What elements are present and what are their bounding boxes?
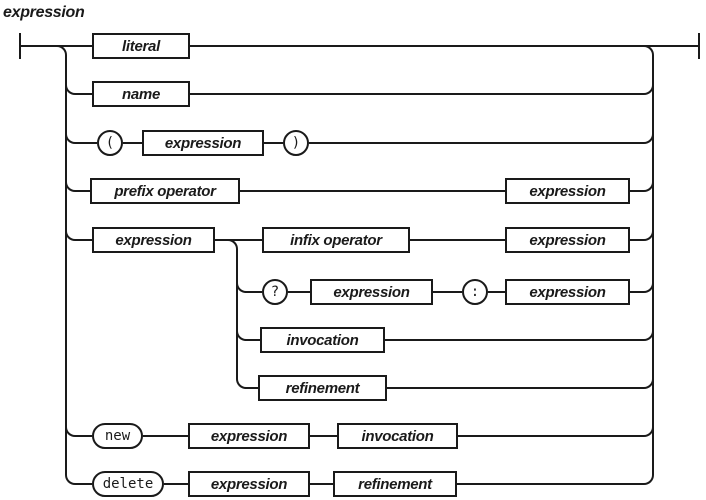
connector-curve bbox=[644, 475, 654, 485]
connector-curve bbox=[236, 331, 246, 341]
nonterminal-expression-prefix: expression bbox=[505, 178, 630, 204]
connector-line bbox=[630, 239, 644, 241]
connector-line bbox=[65, 55, 67, 475]
nonterminal-refinement: refinement bbox=[258, 375, 387, 401]
connector-line bbox=[433, 291, 462, 293]
nonterminal-literal: literal bbox=[92, 33, 190, 59]
connector-curve bbox=[65, 475, 75, 485]
connector-line bbox=[264, 142, 283, 144]
connector-line bbox=[75, 93, 92, 95]
connector-line bbox=[190, 45, 699, 47]
connector-line bbox=[488, 291, 505, 293]
nonterminal-expression-parens: expression bbox=[142, 130, 264, 156]
connector-line bbox=[21, 45, 92, 47]
connector-line bbox=[75, 483, 92, 485]
connector-line bbox=[310, 435, 337, 437]
connector-line bbox=[75, 239, 92, 241]
terminal-delete: delete bbox=[92, 471, 164, 497]
connector-line bbox=[240, 190, 505, 192]
connector-line bbox=[387, 387, 644, 389]
connector-curve bbox=[236, 283, 246, 293]
nonterminal-expression-delete: expression bbox=[188, 471, 310, 497]
connector-line bbox=[385, 339, 644, 341]
connector-curve bbox=[644, 45, 654, 55]
connector-line bbox=[143, 435, 188, 437]
connector-line bbox=[309, 142, 644, 144]
nonterminal-expression-infix: expression bbox=[505, 227, 630, 253]
connector-line bbox=[245, 387, 258, 389]
connector-curve bbox=[65, 427, 75, 437]
connector-curve bbox=[65, 85, 75, 95]
connector-line bbox=[190, 93, 644, 95]
connector-curve bbox=[236, 379, 246, 389]
connector-line bbox=[245, 339, 260, 341]
nonterminal-expression-then: expression bbox=[310, 279, 433, 305]
connector-line bbox=[236, 249, 238, 379]
connector-line bbox=[75, 142, 97, 144]
connector-line bbox=[123, 142, 142, 144]
end-terminal-tick bbox=[698, 33, 700, 59]
nonterminal-invocation: invocation bbox=[260, 327, 385, 353]
connector-line bbox=[215, 239, 262, 241]
nonterminal-expression-new: expression bbox=[188, 423, 310, 449]
nonterminal-expression-left: expression bbox=[92, 227, 215, 253]
connector-curve bbox=[228, 239, 238, 249]
connector-line bbox=[457, 483, 644, 485]
connector-line bbox=[310, 483, 333, 485]
nonterminal-prefix-operator: prefix operator bbox=[90, 178, 240, 204]
nonterminal-infix-operator: infix operator bbox=[262, 227, 410, 253]
nonterminal-name: name bbox=[92, 81, 190, 107]
terminal-question-mark: ? bbox=[262, 279, 288, 305]
connector-line bbox=[164, 483, 188, 485]
connector-line bbox=[630, 291, 644, 293]
connector-curve bbox=[65, 134, 75, 144]
connector-curve bbox=[57, 45, 67, 55]
terminal-open-paren: ( bbox=[97, 130, 123, 156]
terminal-colon: : bbox=[462, 279, 488, 305]
nonterminal-expression-else: expression bbox=[505, 279, 630, 305]
diagram-title: expression bbox=[3, 4, 85, 21]
connector-line bbox=[630, 190, 644, 192]
connector-curve bbox=[65, 231, 75, 241]
start-terminal-tick bbox=[19, 33, 21, 59]
nonterminal-invocation-new: invocation bbox=[337, 423, 458, 449]
connector-line bbox=[245, 291, 262, 293]
terminal-new: new bbox=[92, 423, 143, 449]
nonterminal-refinement-delete: refinement bbox=[333, 471, 457, 497]
connector-line bbox=[75, 190, 90, 192]
connector-line bbox=[652, 55, 654, 475]
connector-line bbox=[410, 239, 505, 241]
connector-line bbox=[75, 435, 92, 437]
terminal-close-paren: ) bbox=[283, 130, 309, 156]
connector-line bbox=[458, 435, 644, 437]
connector-curve bbox=[65, 182, 75, 192]
connector-line bbox=[288, 291, 310, 293]
